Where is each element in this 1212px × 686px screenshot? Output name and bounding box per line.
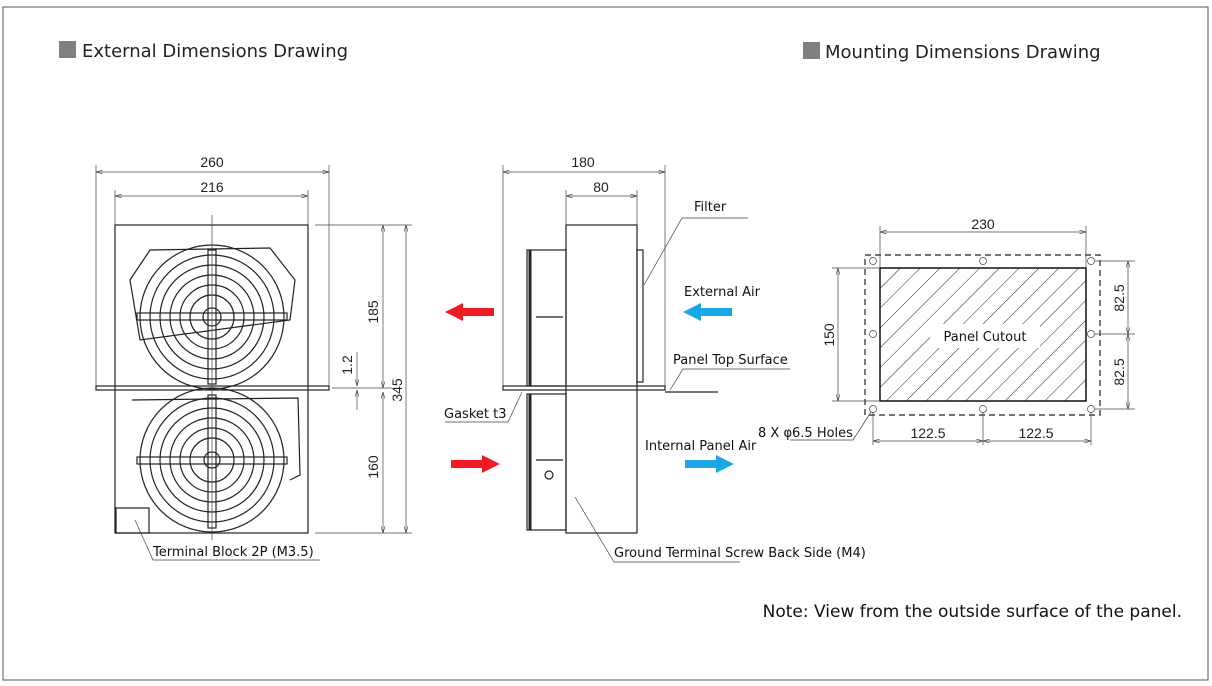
- ground-terminal-label: Ground Terminal Screw Back Side (M4): [614, 546, 866, 561]
- fan-frame-bottom: [526, 393, 567, 531]
- dim-82-5-upper: 82.5: [1111, 284, 1127, 311]
- mounting-header-title: Mounting Dimensions Drawing: [825, 42, 1101, 63]
- external-header: External Dimensions Drawing: [59, 41, 348, 62]
- dim-122-5-left: 122.5: [910, 425, 945, 441]
- internal-air-in-arrow-icon: [451, 455, 500, 473]
- cutout-label: Panel Cutout: [944, 330, 1027, 345]
- mounting-view: Panel Cutout 230 150 82.5 82.5 122.5 122…: [758, 216, 1135, 445]
- external-air-label: External Air: [684, 285, 761, 300]
- frame-border: [2, 6, 1209, 681]
- panel-plate: [95, 385, 330, 391]
- dim-230: 230: [971, 216, 995, 232]
- side-view: 180 80 Filter External Air Panel Top Sur…: [444, 154, 866, 563]
- fan-frame-top: [526, 249, 567, 387]
- dim-345: 345: [389, 378, 405, 402]
- view-note: Note: View from the outside surface of t…: [763, 602, 1182, 622]
- gasket-label: Gasket t3: [444, 407, 506, 422]
- filter-label: Filter: [694, 200, 727, 215]
- dim-122-5-right: 122.5: [1018, 425, 1053, 441]
- terminal-block-label: Terminal Block 2P (M3.5): [152, 545, 314, 560]
- header-bullet-icon: [59, 41, 76, 58]
- dim-80: 80: [593, 179, 609, 195]
- dim-260: 260: [200, 154, 224, 170]
- front-view: 260 216 185 160 345 1.2 Terminal Block 2…: [95, 154, 412, 561]
- dim-185: 185: [365, 300, 381, 324]
- internal-air-label: Internal Panel Air: [645, 439, 757, 454]
- mounting-header: Mounting Dimensions Drawing: [803, 42, 1101, 63]
- panel-plate-side: [502, 385, 666, 391]
- external-air-in-arrow-icon: [683, 303, 732, 321]
- dim-180: 180: [571, 154, 595, 170]
- cool-air-out-arrow-icon: [685, 455, 734, 473]
- flange-outline: [864, 254, 1101, 416]
- filter: [636, 249, 644, 383]
- dim-150: 150: [821, 323, 837, 347]
- dim-160: 160: [365, 455, 381, 479]
- external-housing: [565, 224, 638, 534]
- external-header-title: External Dimensions Drawing: [82, 41, 348, 62]
- dim-1-2: 1.2: [339, 355, 355, 375]
- holes-label: 8 X φ6.5 Holes: [758, 426, 853, 441]
- header-bullet-icon: [803, 42, 820, 59]
- fan-bottom: [131, 387, 301, 533]
- panel-top-label: Panel Top Surface: [673, 353, 788, 368]
- unit-body: [114, 224, 309, 534]
- dim-82-5-lower: 82.5: [1111, 358, 1127, 385]
- hot-air-out-arrow-icon: [445, 303, 494, 321]
- dim-216: 216: [200, 179, 224, 195]
- terminal-block: [115, 507, 150, 534]
- fan-top: [129, 244, 296, 390]
